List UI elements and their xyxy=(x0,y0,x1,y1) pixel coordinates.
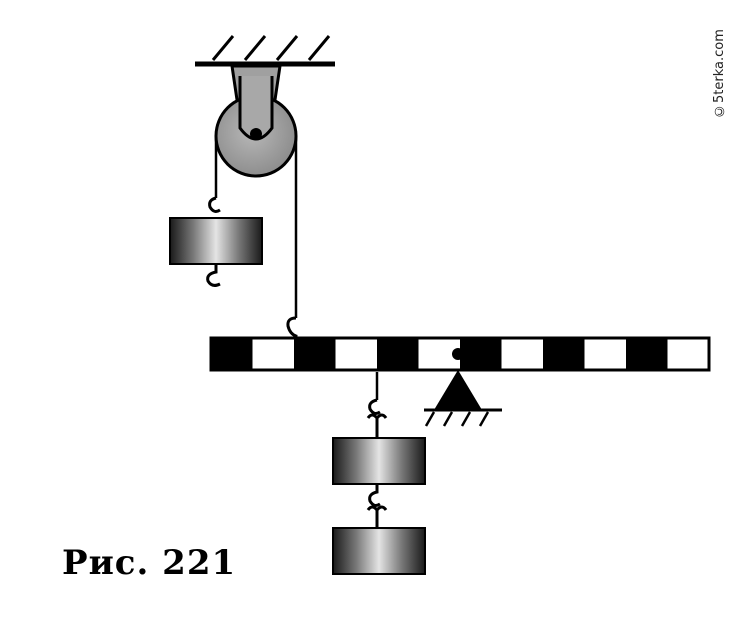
figure-caption: Рис. 221 xyxy=(62,543,237,583)
pulley xyxy=(214,76,298,178)
watermark: ©5terka.com xyxy=(712,29,727,118)
lever xyxy=(209,336,711,372)
lever-segment xyxy=(377,338,419,370)
lever-segment xyxy=(294,338,336,370)
lever-segment xyxy=(667,338,709,370)
lever-segment xyxy=(501,338,543,370)
lever-outline xyxy=(209,336,711,372)
ceiling-support xyxy=(195,35,335,67)
weight-connector xyxy=(366,484,388,528)
lever-segment xyxy=(252,338,294,370)
pulley-weight-hook xyxy=(206,264,221,287)
lever-hanger xyxy=(366,372,388,438)
lever-segment xyxy=(460,338,502,370)
right-rope xyxy=(286,136,298,340)
lever-segment xyxy=(543,338,585,370)
lever-segment xyxy=(584,338,626,370)
lever-segment xyxy=(211,338,253,370)
lever-weight-upper xyxy=(332,437,426,485)
lever-weight-lower xyxy=(332,527,426,575)
pulley-weight xyxy=(169,217,263,265)
lever-segment xyxy=(626,338,668,370)
lever-segment xyxy=(335,338,377,370)
fulcrum xyxy=(424,348,502,427)
left-rope xyxy=(208,136,221,213)
